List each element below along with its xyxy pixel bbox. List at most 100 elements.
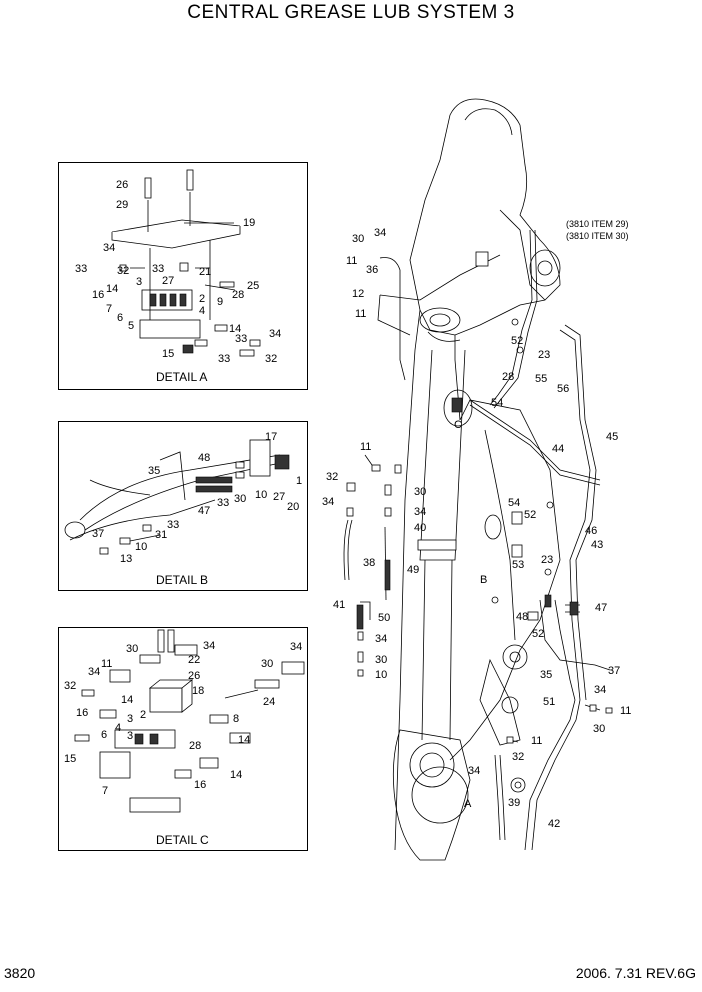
callout: 32 [265, 353, 277, 365]
callout: 32 [64, 680, 76, 692]
callout: 33 [167, 519, 179, 531]
callout: 14 [106, 283, 118, 295]
detail-a-labels: 26 29 19 34 33 32 33 21 3 27 14 16 25 28… [75, 179, 281, 365]
callout: 3 [136, 276, 142, 288]
callout: 29 [116, 199, 128, 211]
callout: 33 [75, 263, 87, 275]
callout: 22 [188, 654, 200, 666]
callout: 9 [217, 296, 223, 308]
callout: 46 [585, 525, 597, 537]
page-title: CENTRAL GREASE LUB SYSTEM 3 [187, 2, 515, 23]
callout: 30 [234, 493, 246, 505]
callout: 15 [162, 348, 174, 360]
callout: 34 [322, 496, 334, 508]
notes-and-markers: (3810 ITEM 29) (3810 ITEM 30) A B C [454, 219, 629, 810]
detail-c-box [58, 627, 308, 851]
callout: 35 [148, 465, 160, 477]
detail-c-labels: 30 34 34 22 34 11 26 30 32 18 24 16 14 3… [64, 640, 302, 797]
callout: 31 [155, 529, 167, 541]
callout: 30 [126, 643, 138, 655]
callout: 16 [92, 289, 104, 301]
callout: 3 [127, 730, 133, 742]
callout: 7 [106, 303, 112, 315]
callout: 11 [531, 735, 542, 747]
callout: 15 [64, 753, 76, 765]
callout: 53 [512, 559, 524, 571]
callout: 32 [512, 751, 524, 763]
callout: 8 [233, 713, 239, 725]
view-marker-b: B [480, 574, 487, 586]
callout: 27 [273, 491, 285, 503]
callout: 7 [102, 785, 108, 797]
page-number: 3820 [4, 965, 36, 981]
callout: 11 [620, 705, 631, 717]
callout: 11 [346, 255, 357, 267]
callout: 16 [194, 779, 206, 791]
callout: 5 [128, 320, 134, 332]
detail-a-drawing [111, 169, 261, 357]
callout: 34 [414, 506, 426, 518]
callout: 30 [352, 233, 364, 245]
callout: 20 [287, 501, 299, 513]
callout: 34 [594, 684, 606, 696]
detail-b-labels: 17 48 35 27 1 10 30 33 47 20 33 37 31 10… [92, 431, 302, 565]
callout: 3 [127, 713, 133, 725]
callout: 43 [591, 539, 603, 551]
callout: 4 [199, 305, 205, 317]
callout: 33 [217, 497, 229, 509]
callout: 11 [355, 308, 366, 320]
callout: 13 [120, 553, 132, 565]
callout: 12 [352, 288, 364, 300]
callout: 47 [595, 602, 607, 614]
callout: 52 [511, 335, 523, 347]
callout: 34 [203, 640, 215, 652]
callout: 23 [538, 349, 550, 361]
callout: 26 [188, 670, 200, 682]
callout: 26 [116, 179, 128, 191]
callout: 32 [117, 265, 129, 277]
callout: 33 [218, 353, 230, 365]
detail-c-caption: DETAIL C [156, 833, 209, 847]
callout: 35 [540, 669, 552, 681]
callout: 55 [535, 373, 547, 385]
callout: 40 [414, 522, 426, 534]
callout: 34 [374, 227, 386, 239]
callout: 36 [366, 264, 378, 276]
callout: 34 [290, 641, 302, 653]
view-marker-a: A [464, 798, 472, 810]
callout: 30 [375, 654, 387, 666]
callout: 17 [265, 431, 277, 443]
callout: 28 [189, 740, 201, 752]
callout: 54 [508, 497, 520, 509]
detail-a-caption: DETAIL A [156, 370, 208, 384]
callout: 51 [543, 696, 555, 708]
callout: 54 [491, 397, 503, 409]
callout: 47 [198, 505, 210, 517]
callout: 14 [229, 323, 241, 335]
callout: 33 [235, 333, 247, 345]
callout: 32 [326, 471, 338, 483]
callout: 50 [378, 612, 390, 624]
callout: 14 [238, 734, 250, 746]
revision-date: 2006. 7.31 REV.6G [575, 965, 696, 981]
callout: 34 [103, 242, 115, 254]
callout: 38 [363, 557, 375, 569]
callout: 10 [135, 541, 147, 553]
callout: 2 [199, 293, 205, 305]
callout: 2 [140, 709, 146, 721]
callout: 23 [541, 554, 553, 566]
callout: 21 [199, 266, 211, 278]
callout: 45 [606, 431, 618, 443]
callout: 37 [92, 528, 104, 540]
callout: 48 [516, 611, 528, 623]
callout: 16 [76, 707, 88, 719]
callout: 56 [557, 383, 569, 395]
callout: 44 [552, 443, 564, 455]
callout: 14 [230, 769, 242, 781]
callout: 49 [407, 564, 419, 576]
callout: 33 [152, 263, 164, 275]
callout: 52 [524, 509, 536, 521]
callout: 18 [192, 685, 204, 697]
boom-drawing [343, 98, 613, 861]
